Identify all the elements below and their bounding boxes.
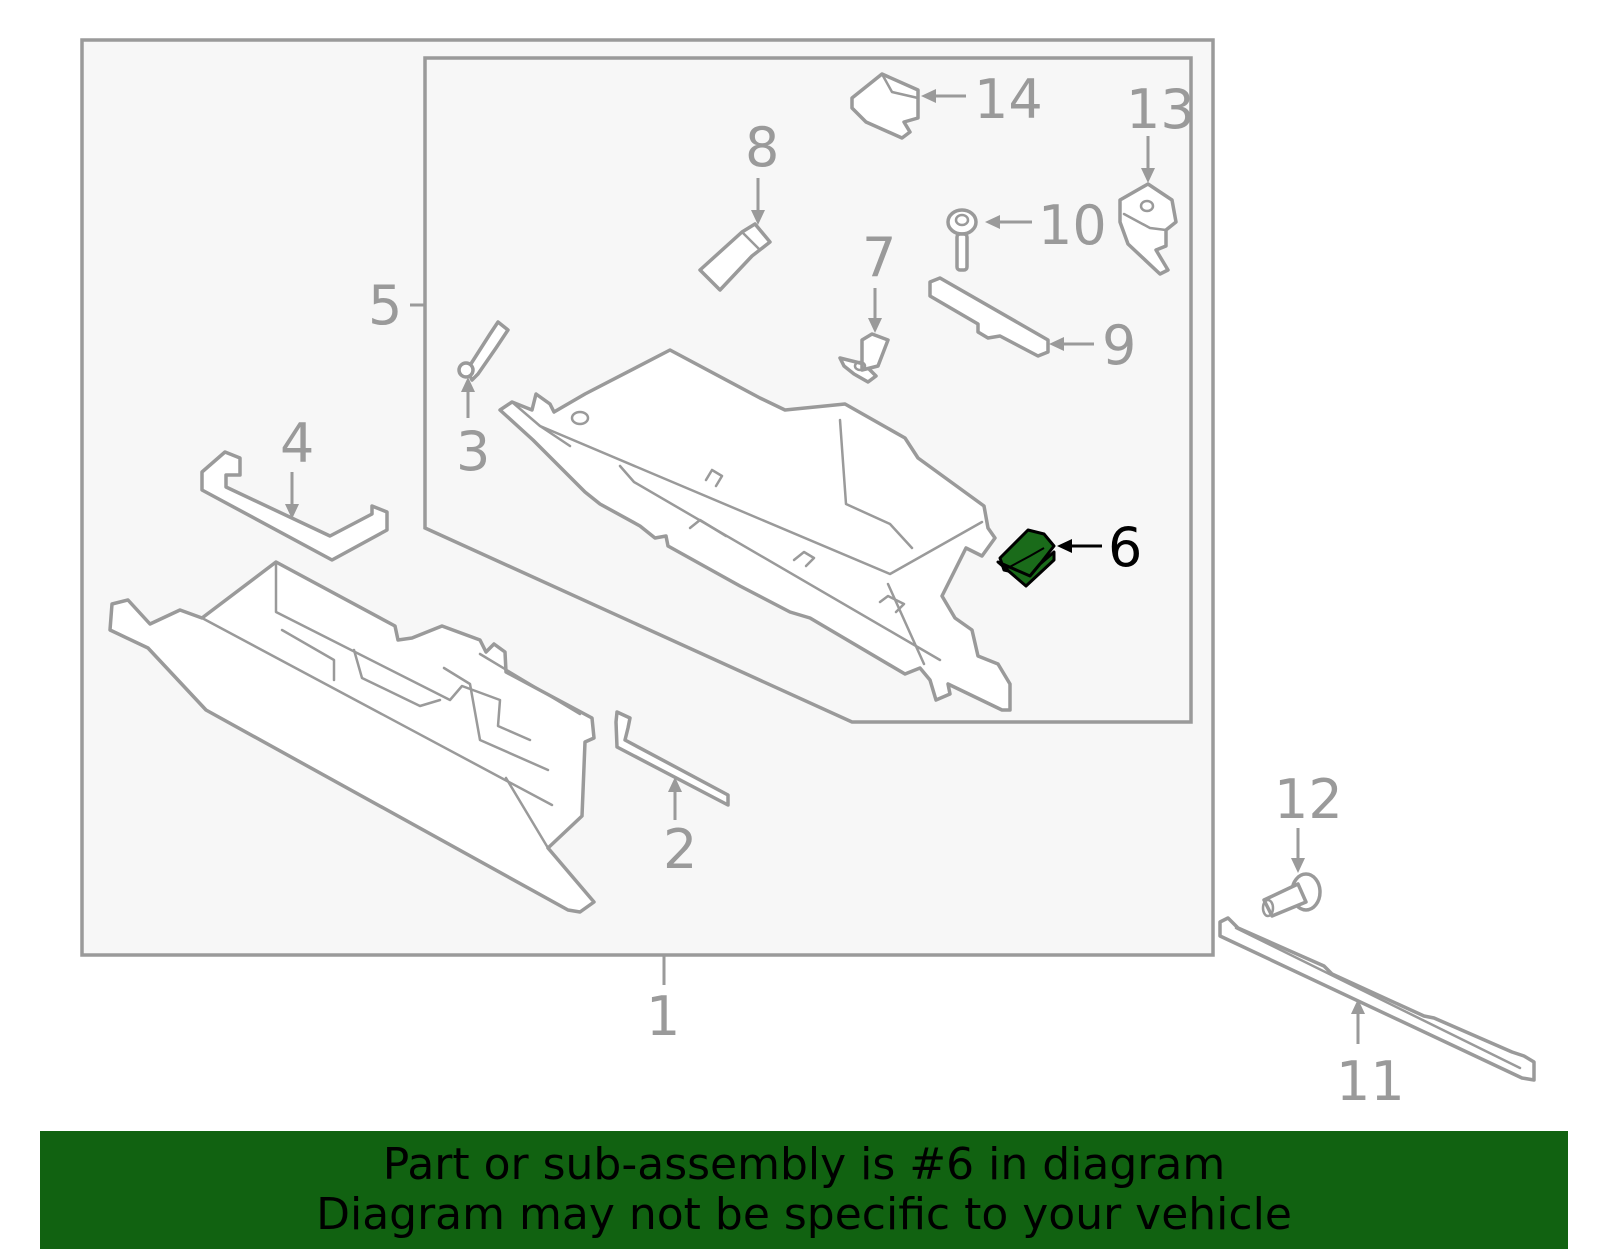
glove-box-door[interactable] <box>108 560 596 914</box>
glove-box-housing[interactable] <box>498 348 1012 712</box>
part-14-bracket[interactable] <box>850 72 920 140</box>
part-7-clip[interactable] <box>838 332 890 384</box>
leader-lines <box>285 89 1365 1044</box>
callout-13: 13 <box>1126 78 1195 141</box>
part-11-trim[interactable] <box>1218 916 1536 1082</box>
part-6-highlighted[interactable] <box>996 528 1056 588</box>
part-10-screw[interactable] <box>946 208 978 272</box>
callout-14: 14 <box>974 68 1043 131</box>
callout-3: 3 <box>456 420 490 483</box>
callout-5: 5 <box>368 274 402 337</box>
callout-8: 8 <box>745 116 779 179</box>
callout-2: 2 <box>663 818 697 881</box>
part-9-strip[interactable] <box>928 276 1050 358</box>
callout-1: 1 <box>646 985 680 1048</box>
part-8-latch[interactable] <box>698 222 772 292</box>
callout-9: 9 <box>1102 314 1136 377</box>
callout-7: 7 <box>862 226 896 289</box>
callout-4: 4 <box>280 412 314 475</box>
callout-11: 11 <box>1336 1050 1405 1113</box>
callout-12: 12 <box>1274 768 1343 831</box>
callout-10: 10 <box>1038 194 1107 257</box>
part-13-bracket[interactable] <box>1118 182 1178 276</box>
part-4-rail[interactable] <box>200 450 389 562</box>
part-3-damper[interactable] <box>457 320 510 382</box>
info-banner: Part or sub-assembly is #6 in diagram Di… <box>40 1131 1568 1249</box>
part-12-bolt[interactable] <box>1261 872 1322 918</box>
banner-line-1: Part or sub-assembly is #6 in diagram <box>382 1139 1226 1190</box>
callout-6: 6 <box>1108 516 1142 579</box>
banner-line-2: Diagram may not be specific to your vehi… <box>316 1189 1292 1240</box>
part-2-strip[interactable] <box>614 710 730 807</box>
